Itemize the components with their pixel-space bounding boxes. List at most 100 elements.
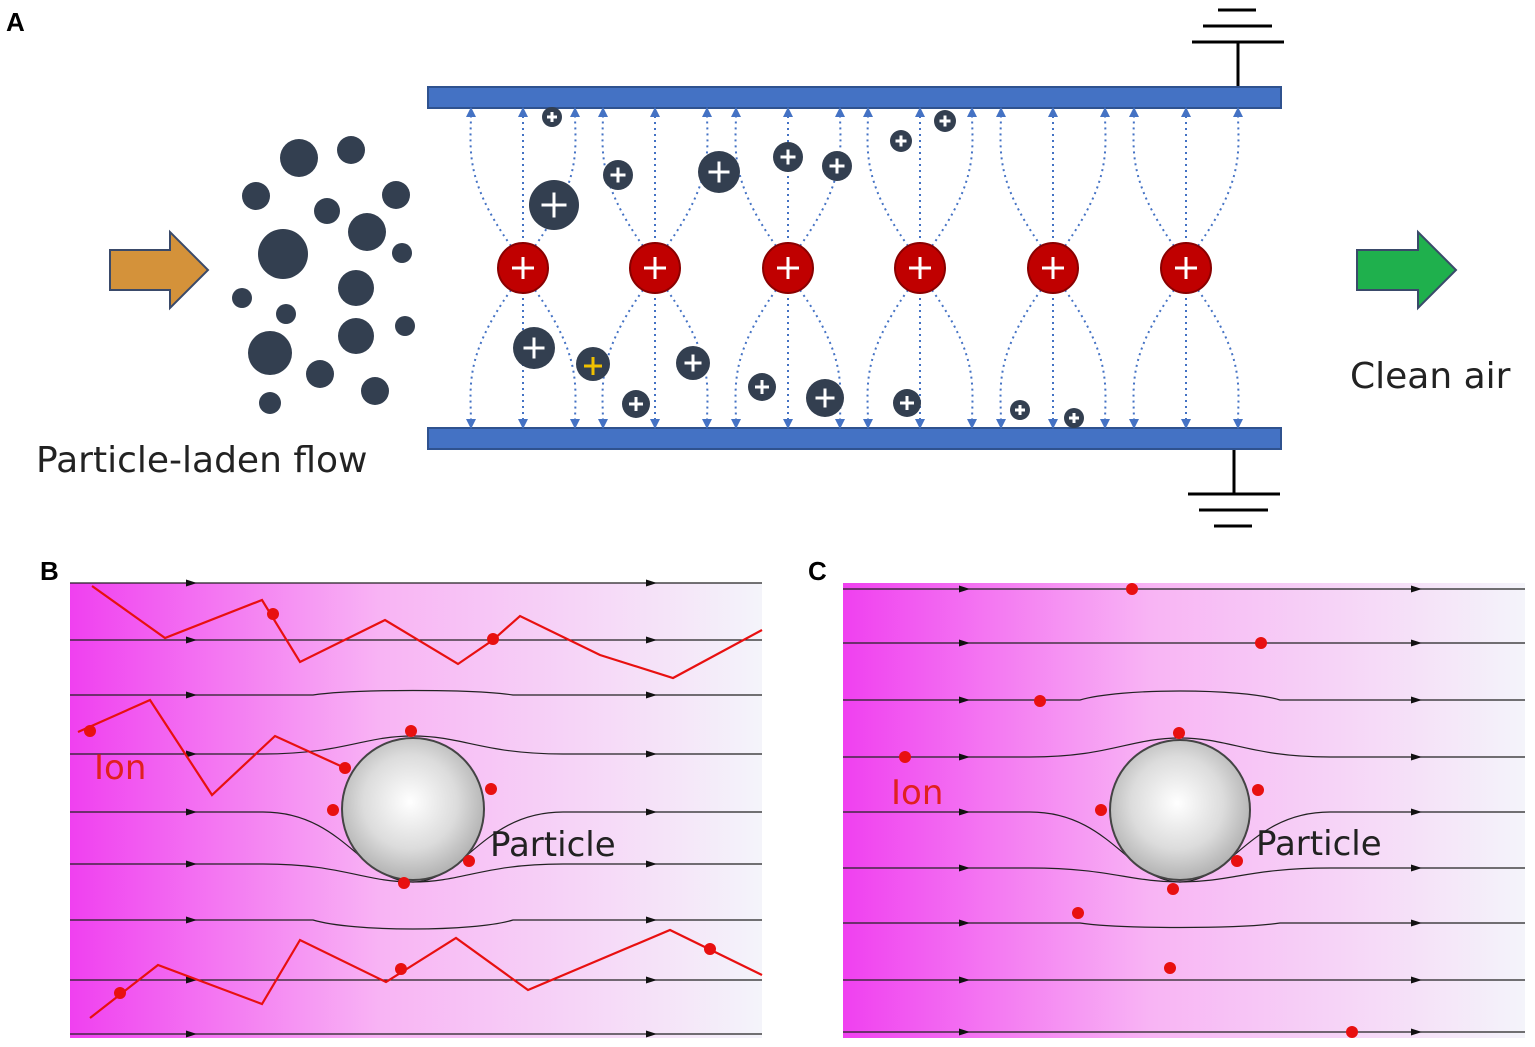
panel-a-letter: A: [6, 7, 25, 37]
plus-charge-icon: [909, 257, 931, 279]
plus-charge-icon: [644, 257, 666, 279]
plus-charge-icon: [1069, 413, 1079, 423]
field-line: [1197, 289, 1244, 429]
flow-arrow-icon: [959, 639, 970, 647]
plus-charge-icon: [1042, 257, 1064, 279]
ion-dot: [485, 783, 497, 795]
flow-arrow-icon: [646, 691, 657, 699]
dust-particle: [348, 213, 386, 251]
plus-charge-icon: [523, 337, 545, 359]
ion-dot: [395, 963, 407, 975]
charged-particle: [822, 151, 852, 181]
streamline: [70, 919, 762, 930]
charged-particle: [542, 107, 562, 127]
flow-arrow-icon: [1411, 976, 1422, 984]
charged-particles: [513, 107, 1084, 428]
flow-arrow-icon: [1411, 585, 1422, 593]
flow-arrow-icon: [186, 636, 197, 644]
flow-arrow-icon: [646, 916, 657, 924]
charged-particle: [934, 110, 956, 132]
flow-arrow-icon: [186, 976, 197, 984]
discharge-electrode: [629, 242, 681, 294]
panel-b-ion-paths: [77, 585, 763, 1019]
streamline: [843, 867, 1525, 883]
dust-particle: [242, 182, 270, 210]
outflow-label: Clean air: [1350, 356, 1511, 397]
charged-particle: [806, 379, 844, 417]
ion-dot: [463, 855, 475, 867]
plus-charge-icon: [1175, 257, 1197, 279]
dust-particle: [392, 243, 412, 263]
dust-particle: [338, 270, 374, 306]
field-line: [931, 107, 978, 247]
streamline: [843, 922, 1525, 929]
panel-b-particle-label: Particle: [490, 825, 616, 865]
flow-arrow-icon: [1411, 639, 1422, 647]
plus-charge-icon: [1015, 405, 1025, 415]
particle-cloud: [232, 136, 415, 414]
field-line: [730, 107, 777, 247]
streamline: [843, 690, 1525, 701]
charged-particle: [773, 142, 803, 172]
discharge-electrode: [894, 242, 946, 294]
flow-arrow-icon: [1411, 753, 1422, 761]
dust-particle: [338, 318, 374, 354]
flow-arrow-icon: [186, 579, 197, 587]
ion-trajectory: [91, 585, 763, 680]
flow-arrow-icon: [959, 808, 970, 816]
dust-particle: [382, 181, 410, 209]
plus-charge-icon: [512, 257, 534, 279]
plus-charge-icon: [895, 135, 907, 147]
ion-dot: [267, 608, 279, 620]
panel-b: B Ion Particle: [40, 556, 763, 1038]
ion-dot: [405, 725, 417, 737]
plus-charge-icon: [610, 167, 626, 183]
ion-dot: [1072, 907, 1084, 919]
outflow-arrow-icon: [1356, 229, 1458, 311]
field-line: [1064, 107, 1111, 247]
panel-a: A Particle-laden flow Clean air: [6, 7, 1511, 528]
discharge-electrodes: [497, 242, 1212, 294]
ion-dot: [339, 762, 351, 774]
plus-charge-icon: [541, 192, 567, 218]
ion-dot: [1095, 804, 1107, 816]
flow-arrow-icon: [646, 808, 657, 816]
inflow-arrow-icon: [109, 229, 210, 311]
panel-c-particle-label: Particle: [1256, 824, 1382, 864]
flow-arrow-icon: [646, 1030, 657, 1038]
charged-particle: [529, 180, 579, 230]
plus-charge-icon: [815, 388, 835, 408]
plus-charge-icon: [780, 149, 796, 165]
field-line: [995, 107, 1042, 247]
ion-dot: [327, 804, 339, 816]
charged-particle: [748, 373, 776, 401]
field-line: [465, 289, 512, 429]
charged-particle: [893, 389, 921, 417]
panel-c-streamlines: [843, 585, 1525, 1036]
ion-dot: [704, 943, 716, 955]
field-line: [1197, 107, 1244, 247]
field-line: [730, 289, 777, 429]
field-line: [465, 107, 512, 247]
flow-arrow-icon: [646, 636, 657, 644]
field-line: [931, 289, 978, 429]
dust-particle: [361, 377, 389, 405]
flow-arrow-icon: [186, 916, 197, 924]
ion-dot: [1173, 727, 1185, 739]
plus-charge-icon: [584, 357, 602, 375]
plus-charge-icon: [777, 257, 799, 279]
panel-b-letter: B: [40, 556, 59, 586]
charged-particle: [1010, 400, 1030, 420]
plus-charge-icon: [939, 115, 951, 127]
plus-charge-icon: [629, 397, 643, 411]
streamline: [70, 689, 762, 696]
flow-arrow-icon: [186, 808, 197, 816]
ion-dot: [84, 725, 96, 737]
field-line: [1128, 107, 1175, 247]
flow-arrow-icon: [646, 579, 657, 587]
ion-dot: [1346, 1026, 1358, 1038]
dust-particle: [232, 288, 252, 308]
charged-particle: [698, 151, 740, 193]
flow-arrow-icon: [959, 919, 970, 927]
